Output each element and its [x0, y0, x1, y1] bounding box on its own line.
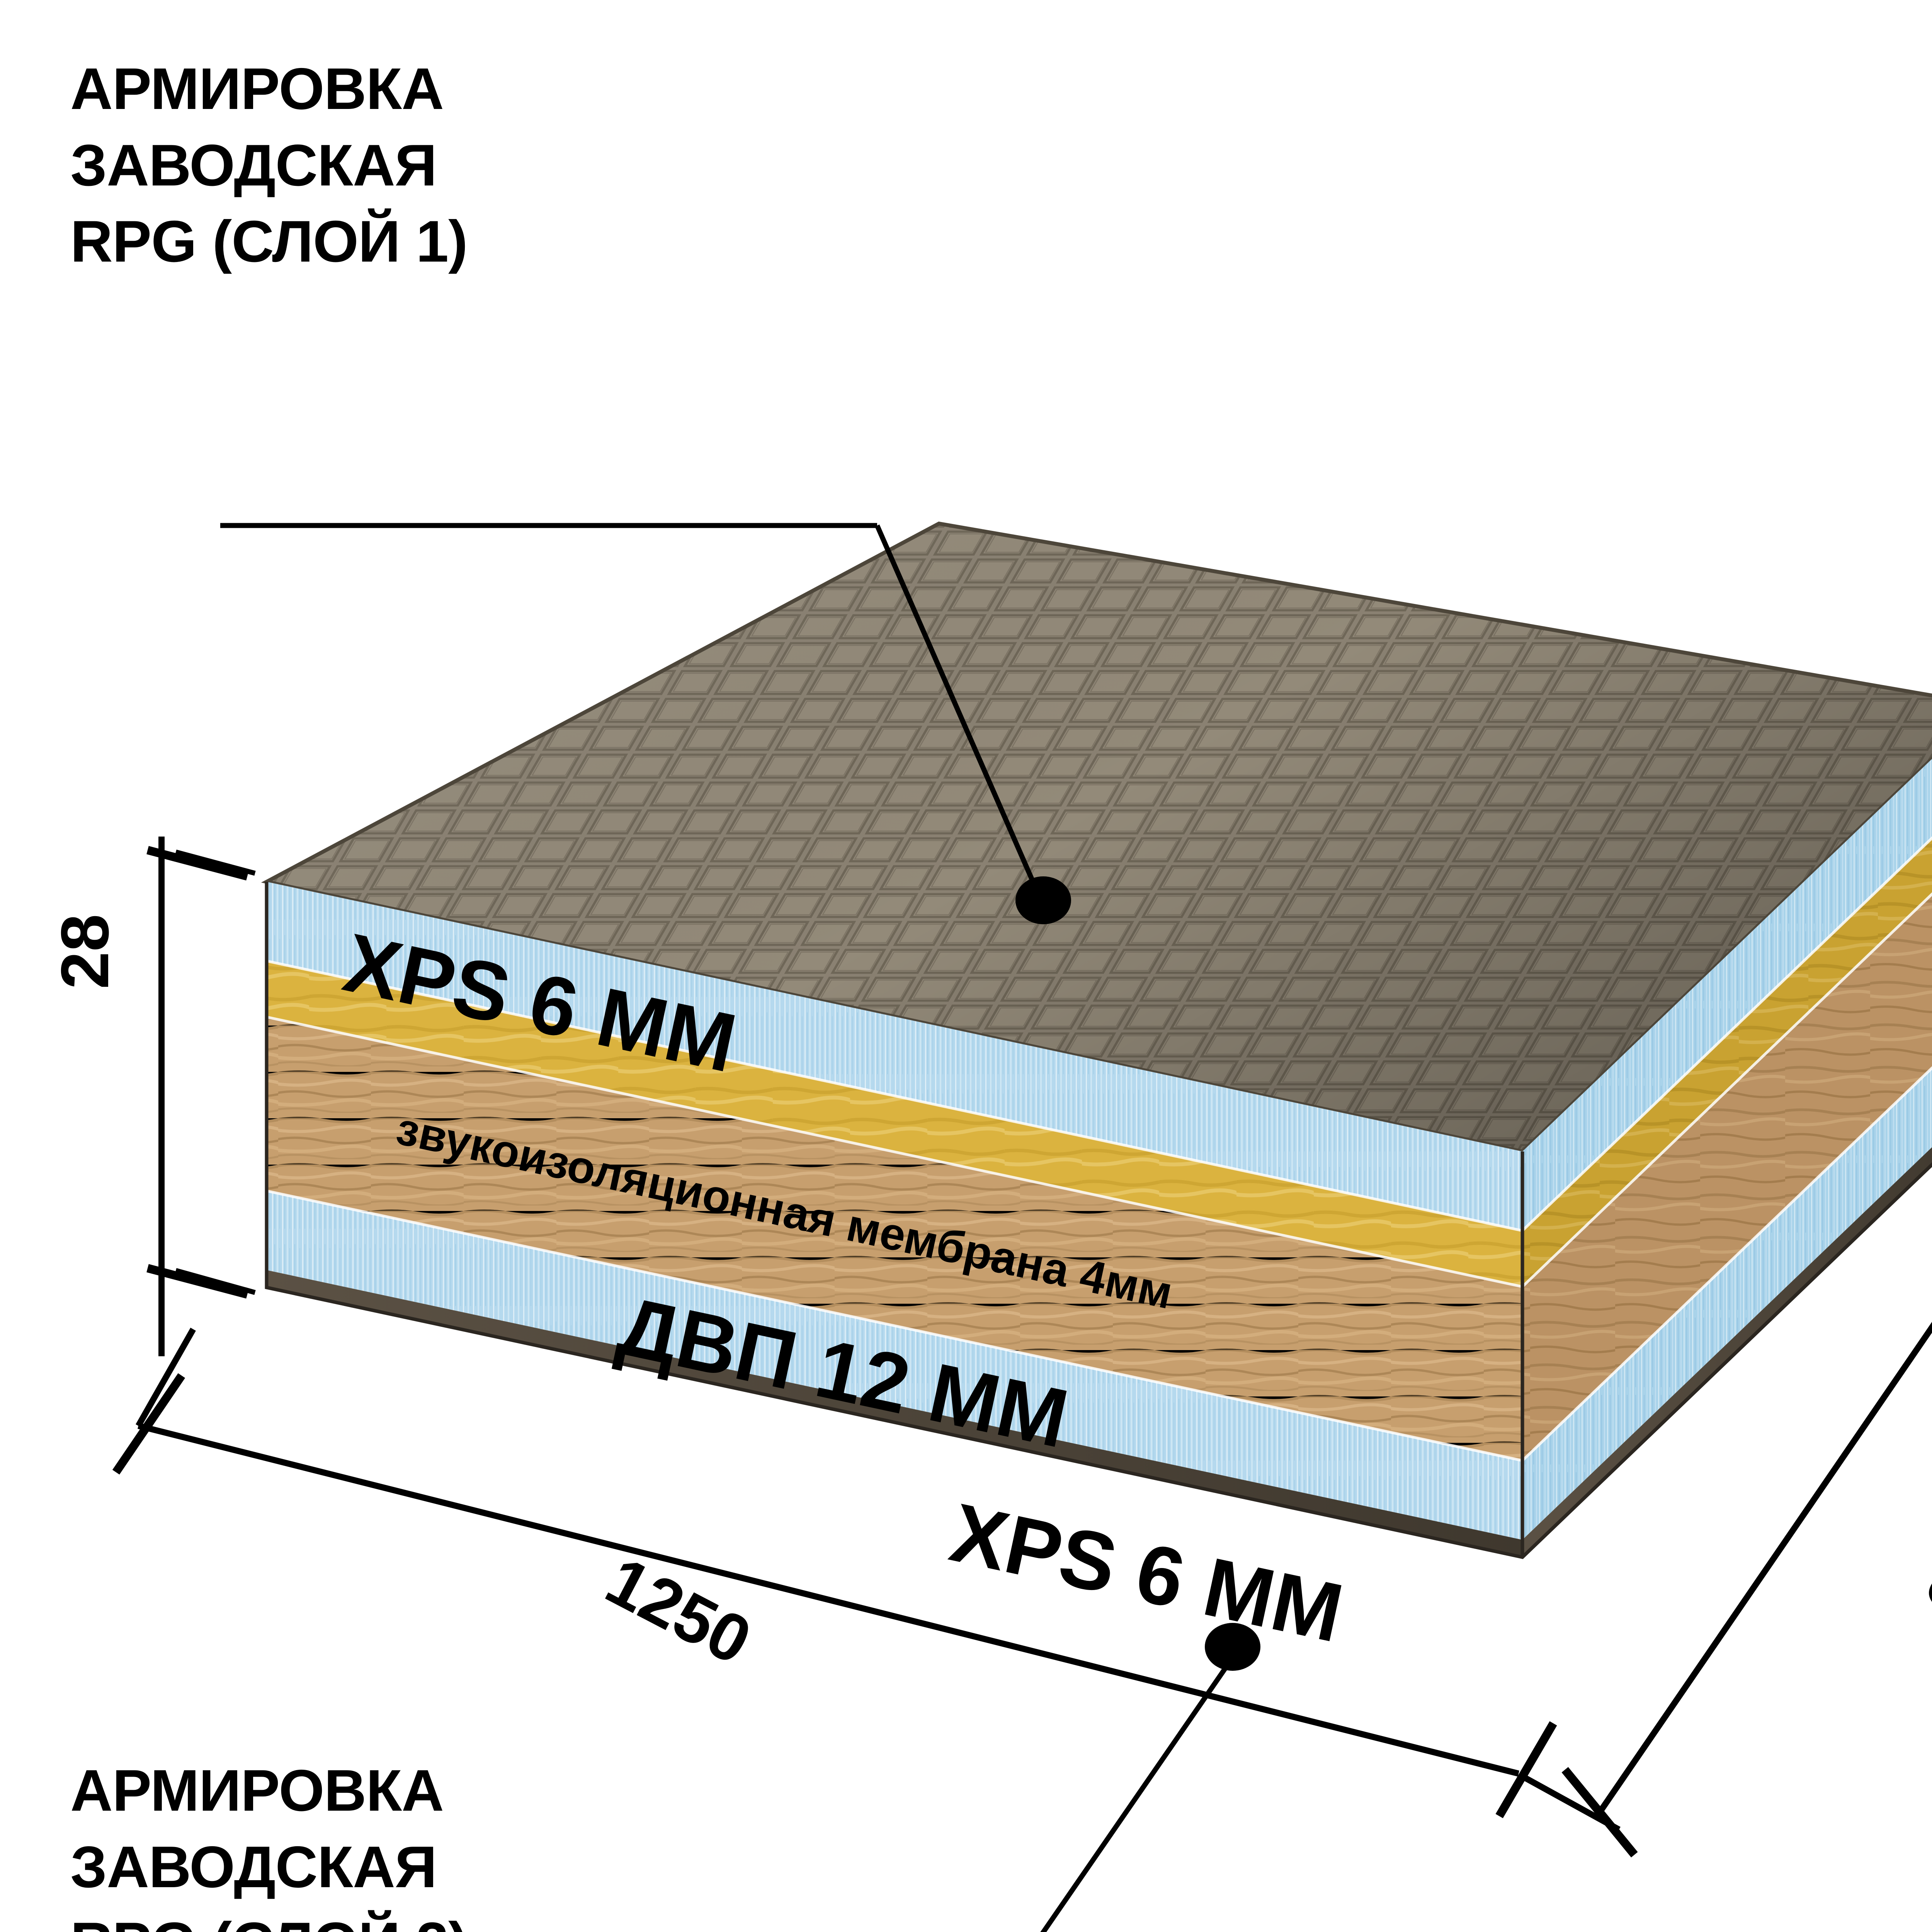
- dim-1250-ext-left: [136, 1328, 196, 1427]
- top-reinforced-surface: [261, 521, 1932, 1154]
- callout-bottom-label: АРМИРОВКА ЗАВОДСКАЯ RPG (СЛОЙ 2): [70, 1758, 468, 1932]
- layer-membrane-front: [267, 961, 1522, 1287]
- dim-600-ext-bot: [1523, 1774, 1621, 1833]
- layer-xps-top-right: [1522, 759, 1932, 1231]
- callout-top-label: АРМИРОВКА ЗАВОДСКАЯ RPG (СЛОЙ 1): [70, 56, 468, 275]
- slab-outline: [265, 882, 1932, 1559]
- dimension-thickness-label: 28: [48, 914, 123, 989]
- layer-xps-bottom-front: [267, 1191, 1522, 1540]
- layer-membrane-right: [1522, 838, 1932, 1287]
- dim-28-ext-bot: [175, 1268, 256, 1295]
- layer-xps-top-front: [267, 882, 1522, 1231]
- layer-dvp-right: [1522, 894, 1932, 1461]
- callout-top-dot: [1015, 876, 1071, 924]
- dim-1250-line: [138, 1423, 1519, 1777]
- dim-600-tick-b: [1561, 1767, 1638, 1857]
- slab-3d: [261, 521, 1932, 1559]
- callout-bottom-leader: [1040, 1656, 1235, 1932]
- dim-1250-tick-r: [1495, 1721, 1557, 1818]
- dim-600-line: [1597, 1321, 1932, 1814]
- dim-1250-tick-l: [112, 1373, 185, 1475]
- right-cut-face: [1522, 759, 1932, 1557]
- front-cut-face: [267, 882, 1522, 1557]
- dimension-lines: [112, 837, 1932, 1857]
- dim-28-ext-top: [175, 849, 256, 876]
- bottom-reinforced-surface: [267, 1270, 1522, 1557]
- callout-top-leader: [875, 524, 1042, 898]
- layer-dvp-front: [267, 1017, 1522, 1461]
- callout-bottom-dot: [1205, 1623, 1260, 1671]
- bottom-reinforced-surface-right: [1522, 1147, 1932, 1557]
- label-xps-bottom: XPS 6 ММ: [943, 1485, 1350, 1660]
- callout-leaders: [220, 523, 1235, 1932]
- layer-xps-bottom-right: [1522, 1068, 1932, 1540]
- dim-28-tick-top: [146, 846, 248, 881]
- dim-28-tick-bot: [146, 1264, 248, 1299]
